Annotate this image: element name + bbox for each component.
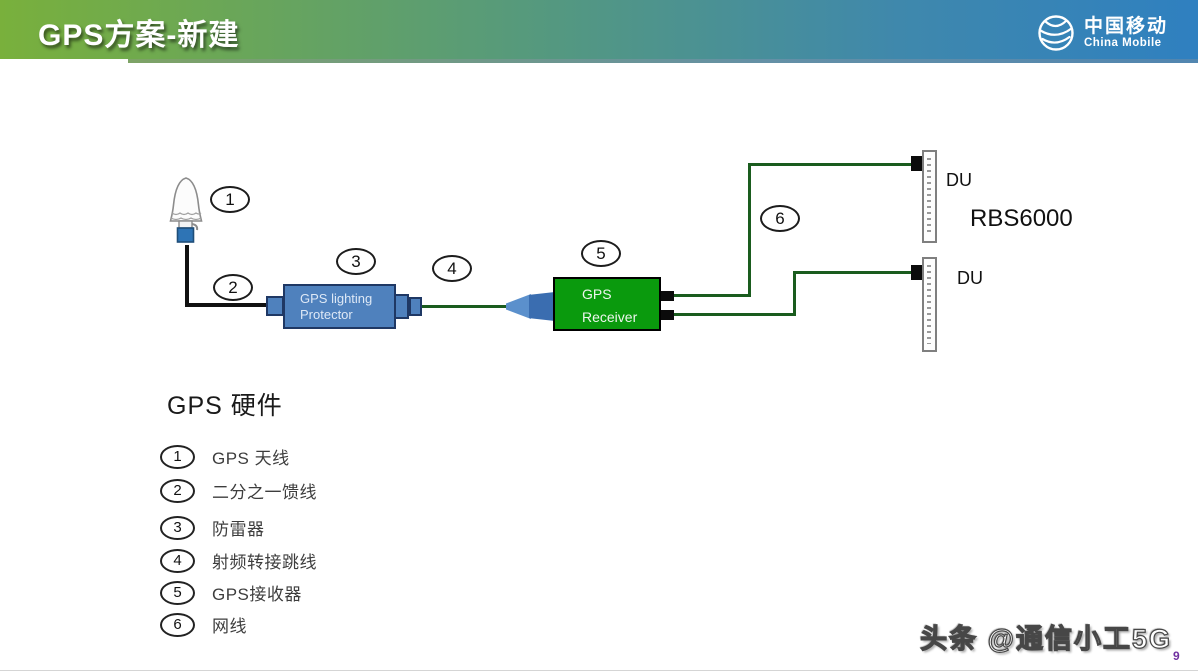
rbs6000-label: RBS6000	[970, 205, 1073, 232]
legend-num-1: 1	[160, 444, 195, 469]
legend-item-4: 4 射频转接跳线	[160, 548, 317, 573]
header-shadow	[128, 59, 1198, 63]
page-number: 9	[1173, 649, 1180, 663]
legend-title: GPS 硬件	[167, 392, 283, 420]
receiver-label-line1: GPS	[582, 286, 612, 302]
legend-num-4: 4	[160, 548, 195, 573]
network-cable-b-seg2	[793, 271, 796, 316]
network-cable-a-seg3	[748, 163, 915, 166]
china-mobile-logo-icon	[1038, 15, 1074, 51]
receiver-port-bottom	[661, 310, 674, 320]
legend-label-2: 二分之一馈线	[212, 483, 317, 502]
du-bottom-label: DU	[957, 268, 983, 288]
china-mobile-logo-text: 中国移动 China Mobile	[1084, 17, 1168, 49]
page-title: GPS方案-新建	[38, 19, 240, 52]
callout-3: 3	[336, 248, 376, 275]
network-cable-a-seg2	[748, 163, 751, 297]
callout-2: 2	[213, 274, 253, 301]
legend-item-5: 5 GPS接收器	[160, 580, 302, 605]
callout-4: 4	[432, 255, 472, 282]
feeder-cable-vertical	[185, 245, 189, 307]
legend-item-2: 2 二分之一馈线	[160, 478, 317, 503]
network-cable-b-seg3	[793, 271, 915, 274]
legend-label-6: 网线	[212, 617, 247, 636]
logo-cn-text: 中国移动	[1084, 16, 1169, 37]
legend-num-3: 3	[160, 515, 195, 540]
callout-6: 6	[760, 205, 800, 232]
feeder-cable-horizontal	[185, 303, 270, 307]
gps-lightning-protector-box: GPS lighting Protector	[283, 284, 396, 329]
protector-right-connector-a	[394, 294, 409, 319]
du-top-label: DU	[946, 170, 972, 190]
network-cable-b-seg1	[674, 313, 796, 316]
header-band	[0, 0, 1198, 59]
legend-num-2: 2	[160, 478, 195, 503]
protector-label-line2: Protector	[300, 307, 353, 322]
legend-label-4: 射频转接跳线	[212, 553, 317, 572]
callout-1: 1	[210, 186, 250, 213]
receiver-port-top	[661, 291, 674, 301]
legend-label-5: GPS接收器	[212, 585, 302, 604]
legend-num-5: 5	[160, 580, 195, 605]
legend-num-6: 6	[160, 612, 195, 637]
gps-antenna-icon	[169, 177, 203, 243]
watermark: 头条 @通信小工5G	[920, 623, 1172, 654]
rf-adapter-funnel-right	[529, 292, 555, 321]
legend-item-3: 3 防雷器	[160, 515, 265, 540]
legend-label-1: GPS 天线	[212, 449, 290, 468]
callout-5: 5	[581, 240, 621, 267]
du-top-unit	[922, 150, 937, 243]
network-cable-a-seg1	[674, 294, 751, 297]
rf-adapter-funnel-left	[506, 294, 531, 319]
gps-receiver-box: GPS Receiver	[553, 277, 661, 331]
logo-en-text: China Mobile	[1084, 36, 1162, 49]
du-bottom-unit	[922, 257, 937, 352]
legend-item-1: 1 GPS 天线	[160, 444, 290, 469]
protector-right-connector-b	[409, 297, 422, 316]
receiver-label-line2: Receiver	[582, 309, 638, 325]
du-top-ports	[927, 158, 931, 235]
legend-item-6: 6 网线	[160, 612, 247, 637]
china-mobile-logo: 中国移动 China Mobile	[1036, 13, 1168, 53]
rf-jumper-cable	[422, 305, 510, 308]
legend-label-3: 防雷器	[212, 520, 265, 539]
protector-left-connector	[266, 296, 284, 316]
du-bottom-ports	[927, 265, 931, 344]
protector-label-line1: GPS lighting	[300, 291, 373, 306]
